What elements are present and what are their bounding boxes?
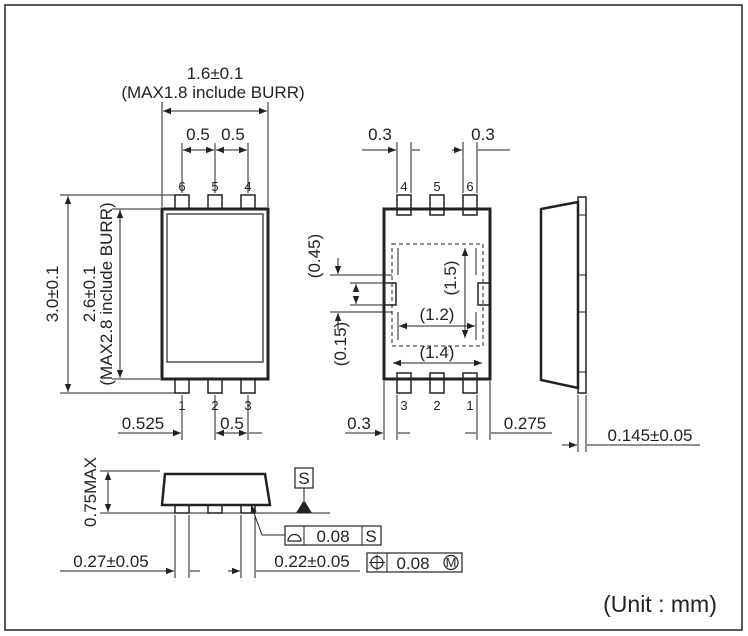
side-view-lead — [577, 196, 587, 394]
front-lead-width-2-label: 0.22±0.05 — [274, 552, 350, 571]
bottom-pin-label-5: 5 — [433, 179, 440, 194]
top-view-body — [160, 207, 270, 381]
bottom-dim-045-label: (0.45) — [305, 234, 324, 278]
side-view: 0.145±0.05 — [539, 196, 700, 452]
bottom-pin-2 — [429, 372, 445, 394]
bottom-pin-label-1: 1 — [466, 398, 473, 413]
position-frame — [366, 552, 463, 573]
bottom-side-pad-left — [383, 282, 397, 306]
top-view: 6 5 4 1 2 3 1.6±0.1 (MAX1.8 include BURR… — [43, 64, 305, 440]
front-lead-width-label: 0.27±0.05 — [73, 552, 149, 571]
drawing-border — [4, 4, 743, 631]
bottom-pin-label-3: 3 — [400, 398, 407, 413]
top-left-offset-label: 0.525 — [122, 414, 165, 433]
top-bottom-pitch-label: 0.5 — [220, 414, 244, 433]
top-pin-4 — [240, 194, 256, 210]
flatness-value-label: 0.08 — [316, 527, 349, 546]
bottom-dim-12-label: (1.2) — [420, 305, 455, 324]
bottom-side-pad-right — [477, 282, 491, 306]
bottom-dim-015-label: (0.15) — [331, 322, 350, 366]
bottom-pad-right-label: 0.275 — [504, 414, 547, 433]
top-body-height-label: 2.6±0.1 — [80, 266, 99, 323]
bottom-pin-label-4: 4 — [400, 179, 407, 194]
bottom-pin-1 — [462, 372, 478, 394]
top-view-body-inner — [166, 213, 264, 363]
top-body-height-max-label: (MAX2.8 include BURR) — [97, 202, 116, 385]
front-height-max-label: 0.75MAX — [81, 457, 100, 527]
datum-s-label: S — [298, 469, 309, 488]
top-pin-1 — [174, 378, 190, 394]
bottom-dim-15-label: (1.5) — [441, 261, 460, 296]
bottom-view: 4 5 6 3 2 1 0.3 0.3 (0.45) (0.15) (1.5) … — [305, 125, 552, 440]
top-pin-3 — [240, 378, 256, 394]
datum-s-triangle — [296, 500, 312, 513]
top-pin-2 — [207, 378, 223, 394]
flatness-frame — [284, 525, 382, 546]
top-pitch-a-label: 0.5 — [186, 125, 210, 144]
flatness-icon — [287, 533, 302, 542]
bottom-pad-left-label: 0.3 — [347, 414, 371, 433]
bottom-pin-5 — [429, 194, 445, 216]
side-thickness-label: 0.145±0.05 — [608, 426, 693, 445]
bottom-pin-3 — [396, 372, 412, 394]
top-pin-6 — [174, 194, 190, 210]
unit-label: (Unit : mm) — [603, 591, 717, 617]
top-height-label: 3.0±0.1 — [43, 266, 62, 323]
top-width-max-label: (MAX1.8 include BURR) — [121, 83, 304, 102]
bottom-pin-label-2: 2 — [433, 398, 440, 413]
top-pin-5 — [207, 194, 223, 210]
top-width-label: 1.6±0.1 — [187, 64, 244, 83]
front-view-body — [160, 472, 272, 507]
bottom-dim-14-label: (1.4) — [420, 343, 455, 362]
position-value-label: 0.08 — [396, 554, 429, 573]
flatness-datum-label: S — [365, 527, 376, 546]
position-icon — [369, 554, 385, 571]
bottom-pin-width-left-label: 0.3 — [368, 125, 392, 144]
bottom-pin-4 — [396, 194, 412, 216]
svg-text:M: M — [446, 555, 457, 570]
bottom-pin-label-6: 6 — [466, 179, 473, 194]
bottom-inner-pad-outline — [391, 243, 484, 347]
mmc-icon: M — [443, 554, 459, 571]
bottom-pin-width-right-label: 0.3 — [471, 125, 495, 144]
flatness-leader — [250, 504, 285, 536]
side-view-body — [539, 200, 580, 390]
bottom-pin-6 — [462, 194, 478, 216]
front-view: 0.75MAX S 0.08 S 0.27±0.05 0.22±0.05 — [60, 457, 463, 578]
top-pitch-b-label: 0.5 — [221, 125, 245, 144]
